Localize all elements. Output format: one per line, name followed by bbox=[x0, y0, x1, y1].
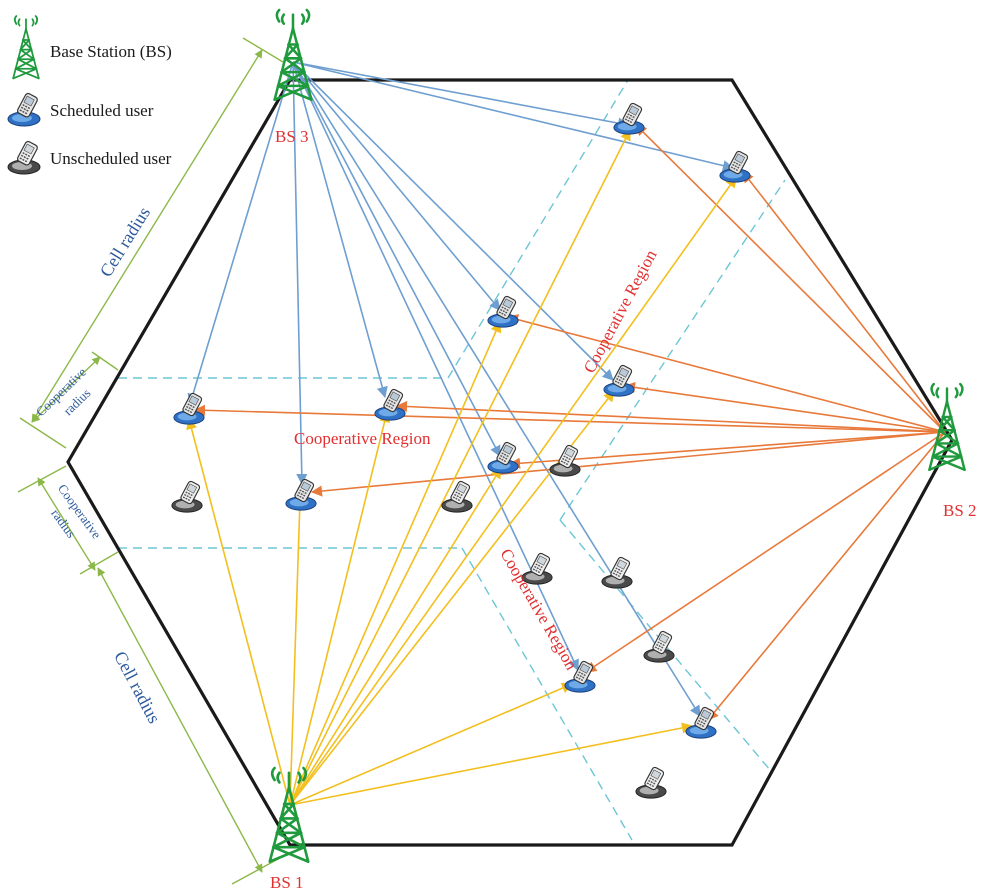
boundary-upper-diag-1 bbox=[447, 79, 629, 379]
bs3-link bbox=[292, 61, 501, 311]
unscheduled-user-icon bbox=[635, 766, 667, 799]
bs1-link bbox=[289, 467, 502, 806]
bs2-links bbox=[193, 124, 946, 721]
bs3-link bbox=[292, 61, 630, 129]
bs2-link bbox=[635, 124, 946, 433]
bs1-link bbox=[186, 417, 291, 806]
bs3-link bbox=[292, 61, 614, 381]
scheduled-user-icon bbox=[374, 388, 406, 421]
scheduled-user-icon bbox=[685, 706, 717, 739]
bs2-link bbox=[310, 431, 946, 497]
coop-radius-top-tick-2 bbox=[19, 417, 67, 449]
bs2-link bbox=[506, 314, 946, 433]
scheduled-user-icon bbox=[487, 441, 519, 474]
bs3-tower-icon bbox=[273, 8, 313, 102]
bs3-link bbox=[292, 61, 501, 457]
legend-scheduled-user-label: Scheduled user bbox=[50, 101, 154, 120]
cell-hexagon bbox=[66, 78, 954, 847]
bs3-links bbox=[187, 61, 735, 717]
scheduled-user-icon bbox=[285, 478, 317, 511]
scheduled-user-icon bbox=[603, 364, 635, 397]
legend-tower-icon bbox=[12, 14, 40, 80]
bs2-tower-icon bbox=[928, 382, 966, 472]
bs1-link bbox=[289, 128, 631, 806]
legend-scheduled-user-icon bbox=[7, 92, 41, 127]
scheduled-user-icon bbox=[613, 102, 645, 135]
unscheduled-user-icon bbox=[643, 630, 675, 663]
bs2-link bbox=[742, 171, 946, 433]
bs2-link bbox=[707, 431, 946, 721]
coop-radius-top-dim bbox=[31, 356, 101, 423]
bs1-label: BS 1 bbox=[270, 873, 304, 892]
coop-region-center-label: Cooperative Region bbox=[294, 429, 431, 448]
bs1-links bbox=[186, 128, 737, 806]
cooperative-boundaries bbox=[118, 79, 786, 841]
bs1-link bbox=[289, 682, 574, 806]
coop-radius-bottom-tick bbox=[17, 465, 67, 493]
cell-radius-bottom-tick bbox=[231, 857, 281, 885]
bs3-link bbox=[292, 61, 388, 399]
cell-radius-bottom-label: Cell radius bbox=[110, 648, 165, 727]
bs1-link bbox=[289, 320, 502, 806]
boundary-upper-diag-2 bbox=[559, 179, 786, 521]
bs1-link bbox=[289, 498, 306, 806]
boundary-lower-diag-2 bbox=[559, 519, 771, 771]
legend-unscheduled-user-label: Unscheduled user bbox=[50, 149, 172, 168]
dimension-lines bbox=[17, 37, 284, 885]
scheduled-user-icon bbox=[173, 392, 205, 425]
coop-radius-bottom-dim bbox=[37, 477, 96, 571]
coop-radius-bottom-tick-2 bbox=[79, 551, 119, 575]
bs1-link bbox=[289, 410, 391, 806]
coop-region-upper-label: Cooperative Region bbox=[580, 246, 661, 376]
bs3-link bbox=[292, 61, 308, 486]
bs3-link bbox=[292, 61, 735, 172]
cell-radius-bottom-dim bbox=[97, 567, 263, 873]
cell-radius-top-tick bbox=[242, 37, 284, 63]
coop-radius-top-tick bbox=[91, 351, 119, 371]
bs1-link bbox=[289, 722, 694, 806]
bs2-link bbox=[585, 431, 946, 673]
cell-radius-top-label: Cell radius bbox=[96, 203, 155, 280]
bs2-link bbox=[623, 381, 946, 433]
bs3-link bbox=[292, 61, 701, 717]
legend-base-station-label: Base Station (BS) bbox=[50, 42, 172, 61]
legend-unscheduled-user-icon bbox=[7, 140, 41, 175]
bs3-link bbox=[187, 61, 294, 406]
bs2-label: BS 2 bbox=[943, 501, 977, 520]
unscheduled-user-icon bbox=[441, 480, 473, 513]
bs2-link bbox=[193, 404, 946, 433]
bs1-link bbox=[289, 176, 737, 806]
unscheduled-user-icon bbox=[601, 556, 633, 589]
bs3-label: BS 3 bbox=[275, 127, 309, 146]
bs2-link bbox=[508, 431, 946, 469]
unscheduled-user-icon bbox=[171, 480, 203, 513]
